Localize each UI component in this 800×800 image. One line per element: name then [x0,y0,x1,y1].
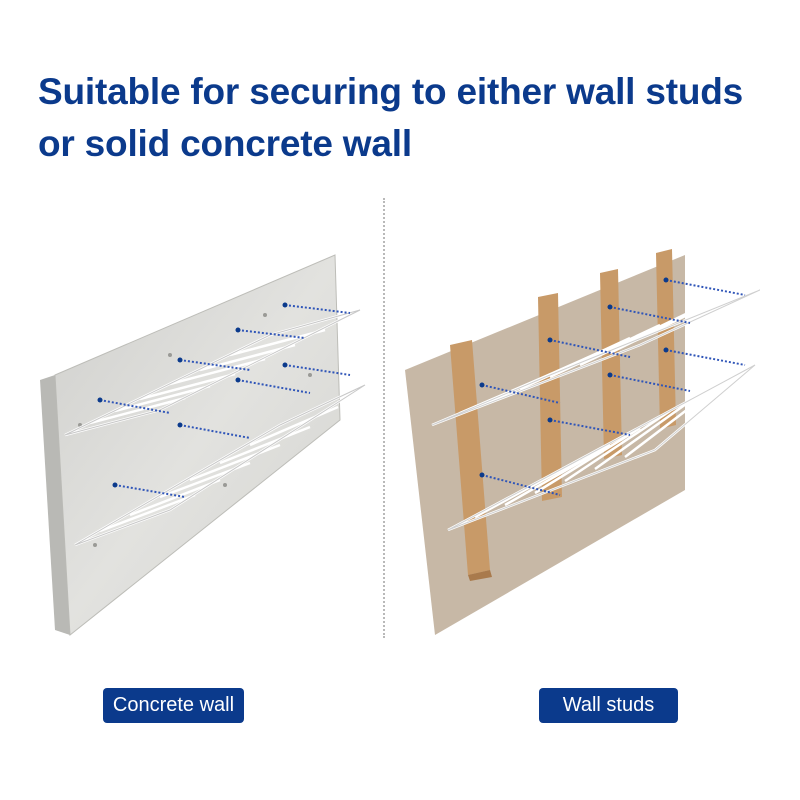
page-title-line-2: or solid concrete wall [38,123,412,164]
concrete-wall-label: Concrete wall [103,688,244,723]
wall-studs-label: Wall studs [539,688,678,723]
page-title: Suitable for securing to either wall stu… [38,66,778,170]
concrete-wall-illustration [20,235,380,645]
wall-studs-illustration-svg [405,249,760,635]
center-divider [383,198,385,638]
page-title-line-1: Suitable for securing to either wall stu… [38,71,744,112]
concrete-wall-illustration-svg [40,254,366,636]
wall-studs-illustration [400,235,760,645]
